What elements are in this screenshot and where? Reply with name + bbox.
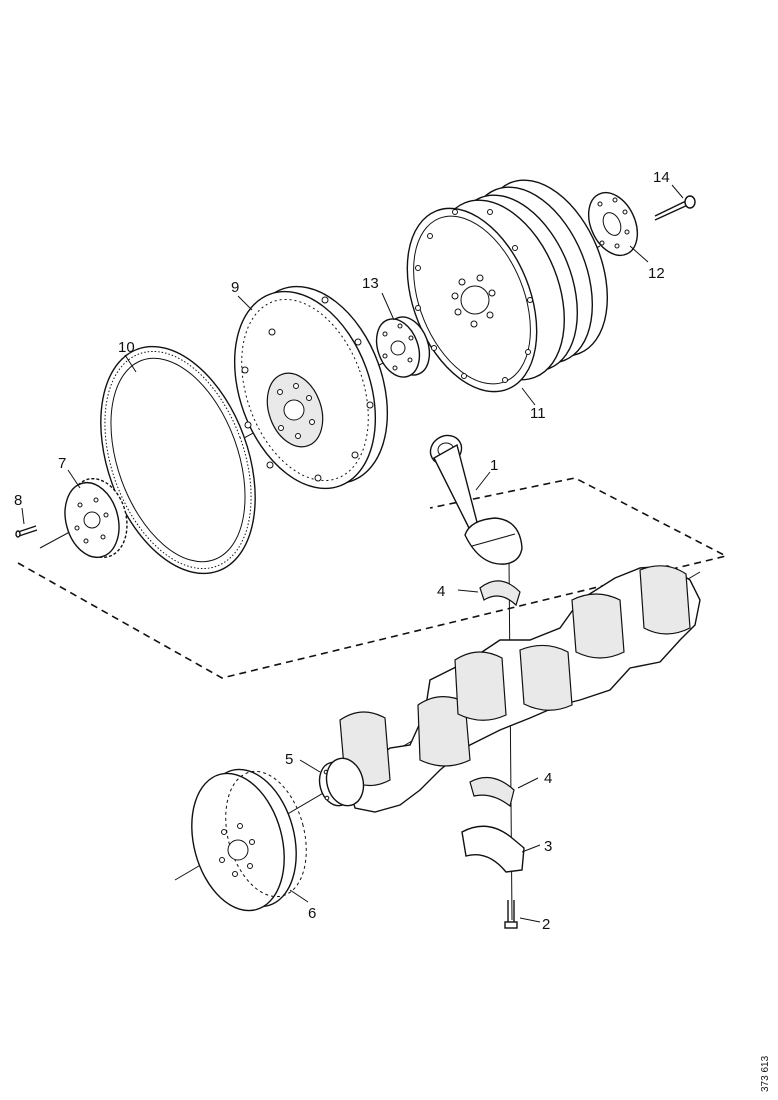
- leader-lines: [21, 184, 684, 923]
- bolt-part-14: [654, 195, 696, 221]
- pin-part-8: [15, 525, 38, 538]
- bearing-shell-part-4-lower: [469, 776, 515, 808]
- callout-2: 2: [542, 916, 550, 933]
- cap-bolt-part-2: [504, 900, 518, 929]
- callout-6: 6: [308, 905, 316, 922]
- ring-gear-part-10: [100, 345, 256, 575]
- bearing-cap-part-3: [461, 825, 525, 873]
- figure-code: 373 613: [760, 1055, 771, 1092]
- callout-5: 5: [285, 751, 293, 768]
- callout-9: 9: [231, 279, 239, 296]
- callout-13: 13: [362, 275, 379, 292]
- callout-1: 1: [490, 457, 498, 474]
- crank-hub-part-5: [325, 757, 365, 807]
- hub-part-13: [375, 316, 431, 378]
- callout-4-lower: 4: [544, 770, 552, 787]
- clutch-assembly-part-11: [406, 179, 609, 393]
- callout-7: 7: [58, 455, 66, 472]
- callout-14: 14: [653, 169, 670, 186]
- flywheel-part-9: [233, 285, 389, 490]
- bearing-shell-part-4-upper: [479, 580, 521, 607]
- callout-11: 11: [530, 405, 546, 422]
- crankshaft: [318, 565, 701, 813]
- dashed-group-outline: [17, 477, 729, 679]
- callout-3: 3: [544, 838, 552, 855]
- timing-gear-part-7: [64, 477, 128, 559]
- callout-8: 8: [14, 492, 22, 509]
- callout-12: 12: [648, 265, 665, 282]
- callout-10: 10: [118, 339, 135, 356]
- damper-part-6: [191, 768, 307, 912]
- connecting-rod-part-1: [429, 434, 523, 565]
- adapter-plate-part-12: [587, 191, 639, 257]
- callout-4-upper: 4: [437, 583, 445, 600]
